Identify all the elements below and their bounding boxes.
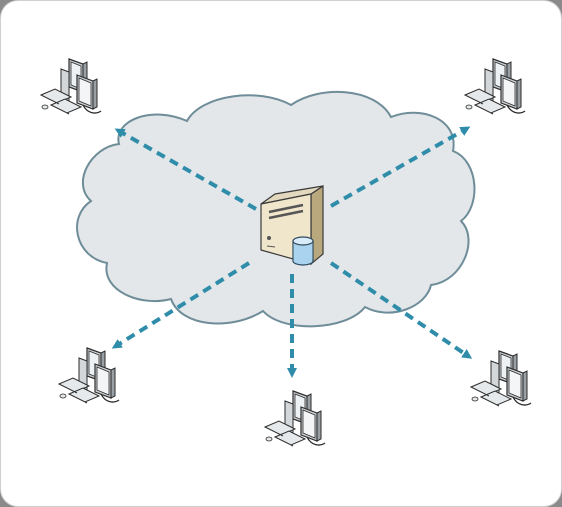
- arrow-to-bottom-left: [111, 261, 251, 349]
- arrow-to-top-right: [330, 126, 471, 208]
- workstation-top-left-icon: [40, 58, 102, 115]
- arrow-to-bottom-right: [329, 261, 473, 359]
- workstation-bottom-left-icon: [58, 347, 120, 404]
- arrow-to-top-left: [114, 128, 257, 211]
- server-database-icon: [260, 184, 324, 266]
- workstation-bottom-center-icon: [264, 390, 326, 447]
- workstation-top-right-icon: [464, 58, 526, 115]
- workstation-bottom-right-icon: [470, 350, 532, 407]
